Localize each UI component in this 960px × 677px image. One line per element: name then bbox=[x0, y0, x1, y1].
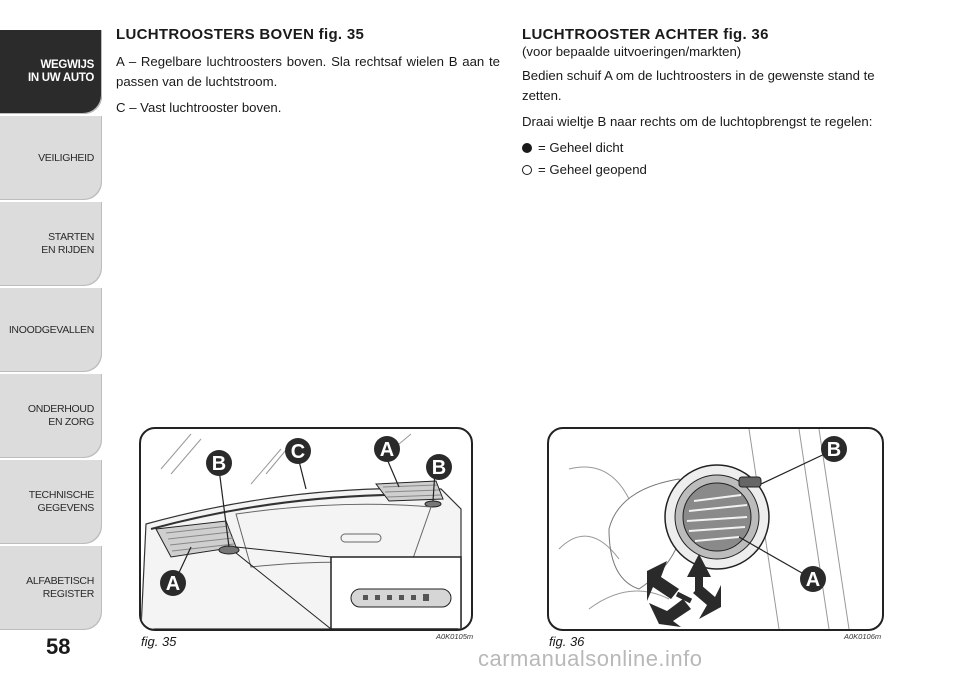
callout-a-top: A bbox=[374, 436, 400, 462]
open-circle-icon bbox=[522, 165, 532, 175]
paragraph: Bedien schuif A om de luchtroosters in d… bbox=[522, 68, 875, 103]
tab-veiligheid[interactable]: VEILIGHEID bbox=[0, 116, 102, 200]
tab-onderhoud[interactable]: ONDERHOUD EN ZORG bbox=[0, 374, 102, 458]
page-number: 58 bbox=[46, 634, 71, 659]
tab-alfabetisch[interactable]: ALFABETISCH REGISTER bbox=[0, 546, 102, 630]
callout-a: A bbox=[800, 566, 826, 592]
callout-b: B bbox=[821, 436, 847, 462]
tab-label: ALFABETISCH REGISTER bbox=[26, 575, 94, 600]
callout-b-left: B bbox=[206, 450, 232, 476]
paragraph: C – Vast luchtrooster boven. bbox=[116, 100, 282, 115]
figure-36-illustration: B A bbox=[547, 427, 884, 631]
bullet-text: = Geheel geopend bbox=[538, 162, 647, 177]
svg-text:A: A bbox=[166, 573, 180, 595]
figure-35-illustration: B C A B A bbox=[139, 427, 473, 631]
upper-vents-drawing: B C A B A bbox=[141, 433, 462, 629]
callout-b-right: B bbox=[426, 454, 452, 480]
bullet-text: = Geheel dicht bbox=[538, 140, 624, 155]
svg-text:B: B bbox=[432, 457, 446, 479]
paragraph: Draai wieltje B naar rechts om de luchto… bbox=[522, 114, 873, 129]
tab-label: TECHNISCHE GEGEVENS bbox=[28, 489, 95, 514]
svg-text:A: A bbox=[380, 439, 394, 461]
section-title: LUCHTROOSTER ACHTER fig. 36 bbox=[522, 26, 769, 43]
svg-text:B: B bbox=[212, 453, 226, 475]
tab-wegwijs[interactable]: WEGWIJS IN UW AUTO bbox=[0, 30, 102, 114]
svg-text:C: C bbox=[291, 441, 305, 463]
figure-caption: fig. 36 bbox=[549, 634, 585, 649]
watermark: carmanualsonline.info bbox=[478, 646, 703, 671]
figure-code: A0K0105m bbox=[436, 632, 474, 641]
tab-label: STARTEN EN RIJDEN bbox=[41, 231, 94, 256]
bullet-open: = Geheel geopend bbox=[522, 160, 912, 180]
paragraph: A – Regelbare luchtroosters boven. Sla r… bbox=[116, 54, 500, 89]
tab-label: VEILIGHEID bbox=[38, 151, 94, 164]
figure-caption: fig. 35 bbox=[141, 634, 177, 649]
tab-technische[interactable]: TECHNISCHE GEGEVENS bbox=[0, 460, 102, 544]
tab-starten[interactable]: STARTEN EN RIJDEN bbox=[0, 202, 102, 286]
svg-text:A: A bbox=[806, 569, 820, 591]
tab-label: INOODGEVALLEN bbox=[8, 323, 94, 336]
section-title: LUCHTROOSTERS BOVEN fig. 35 bbox=[116, 26, 365, 43]
tab-label: ONDERHOUD EN ZORG bbox=[27, 403, 94, 428]
svg-text:B: B bbox=[827, 439, 841, 461]
callout-a-bottom: A bbox=[160, 570, 186, 596]
figure-code: A0K0106m bbox=[844, 632, 882, 641]
filled-circle-icon bbox=[522, 143, 532, 153]
bullet-closed: = Geheel dicht bbox=[522, 138, 912, 158]
section-upper-vents: LUCHTROOSTERS BOVEN fig. 35 A – Regelbar… bbox=[116, 26, 500, 124]
rear-vent-drawing: B A bbox=[558, 429, 850, 629]
section-subtitle: (voor bepaalde uitvoeringen/markten) bbox=[522, 44, 742, 59]
callout-c: C bbox=[285, 438, 311, 464]
section-rear-vent: LUCHTROOSTER ACHTER fig. 36 (voor bepaal… bbox=[522, 26, 912, 182]
tab-label: WEGWIJS IN UW AUTO bbox=[28, 59, 94, 84]
tab-noodgevallen[interactable]: INOODGEVALLEN bbox=[0, 288, 102, 372]
